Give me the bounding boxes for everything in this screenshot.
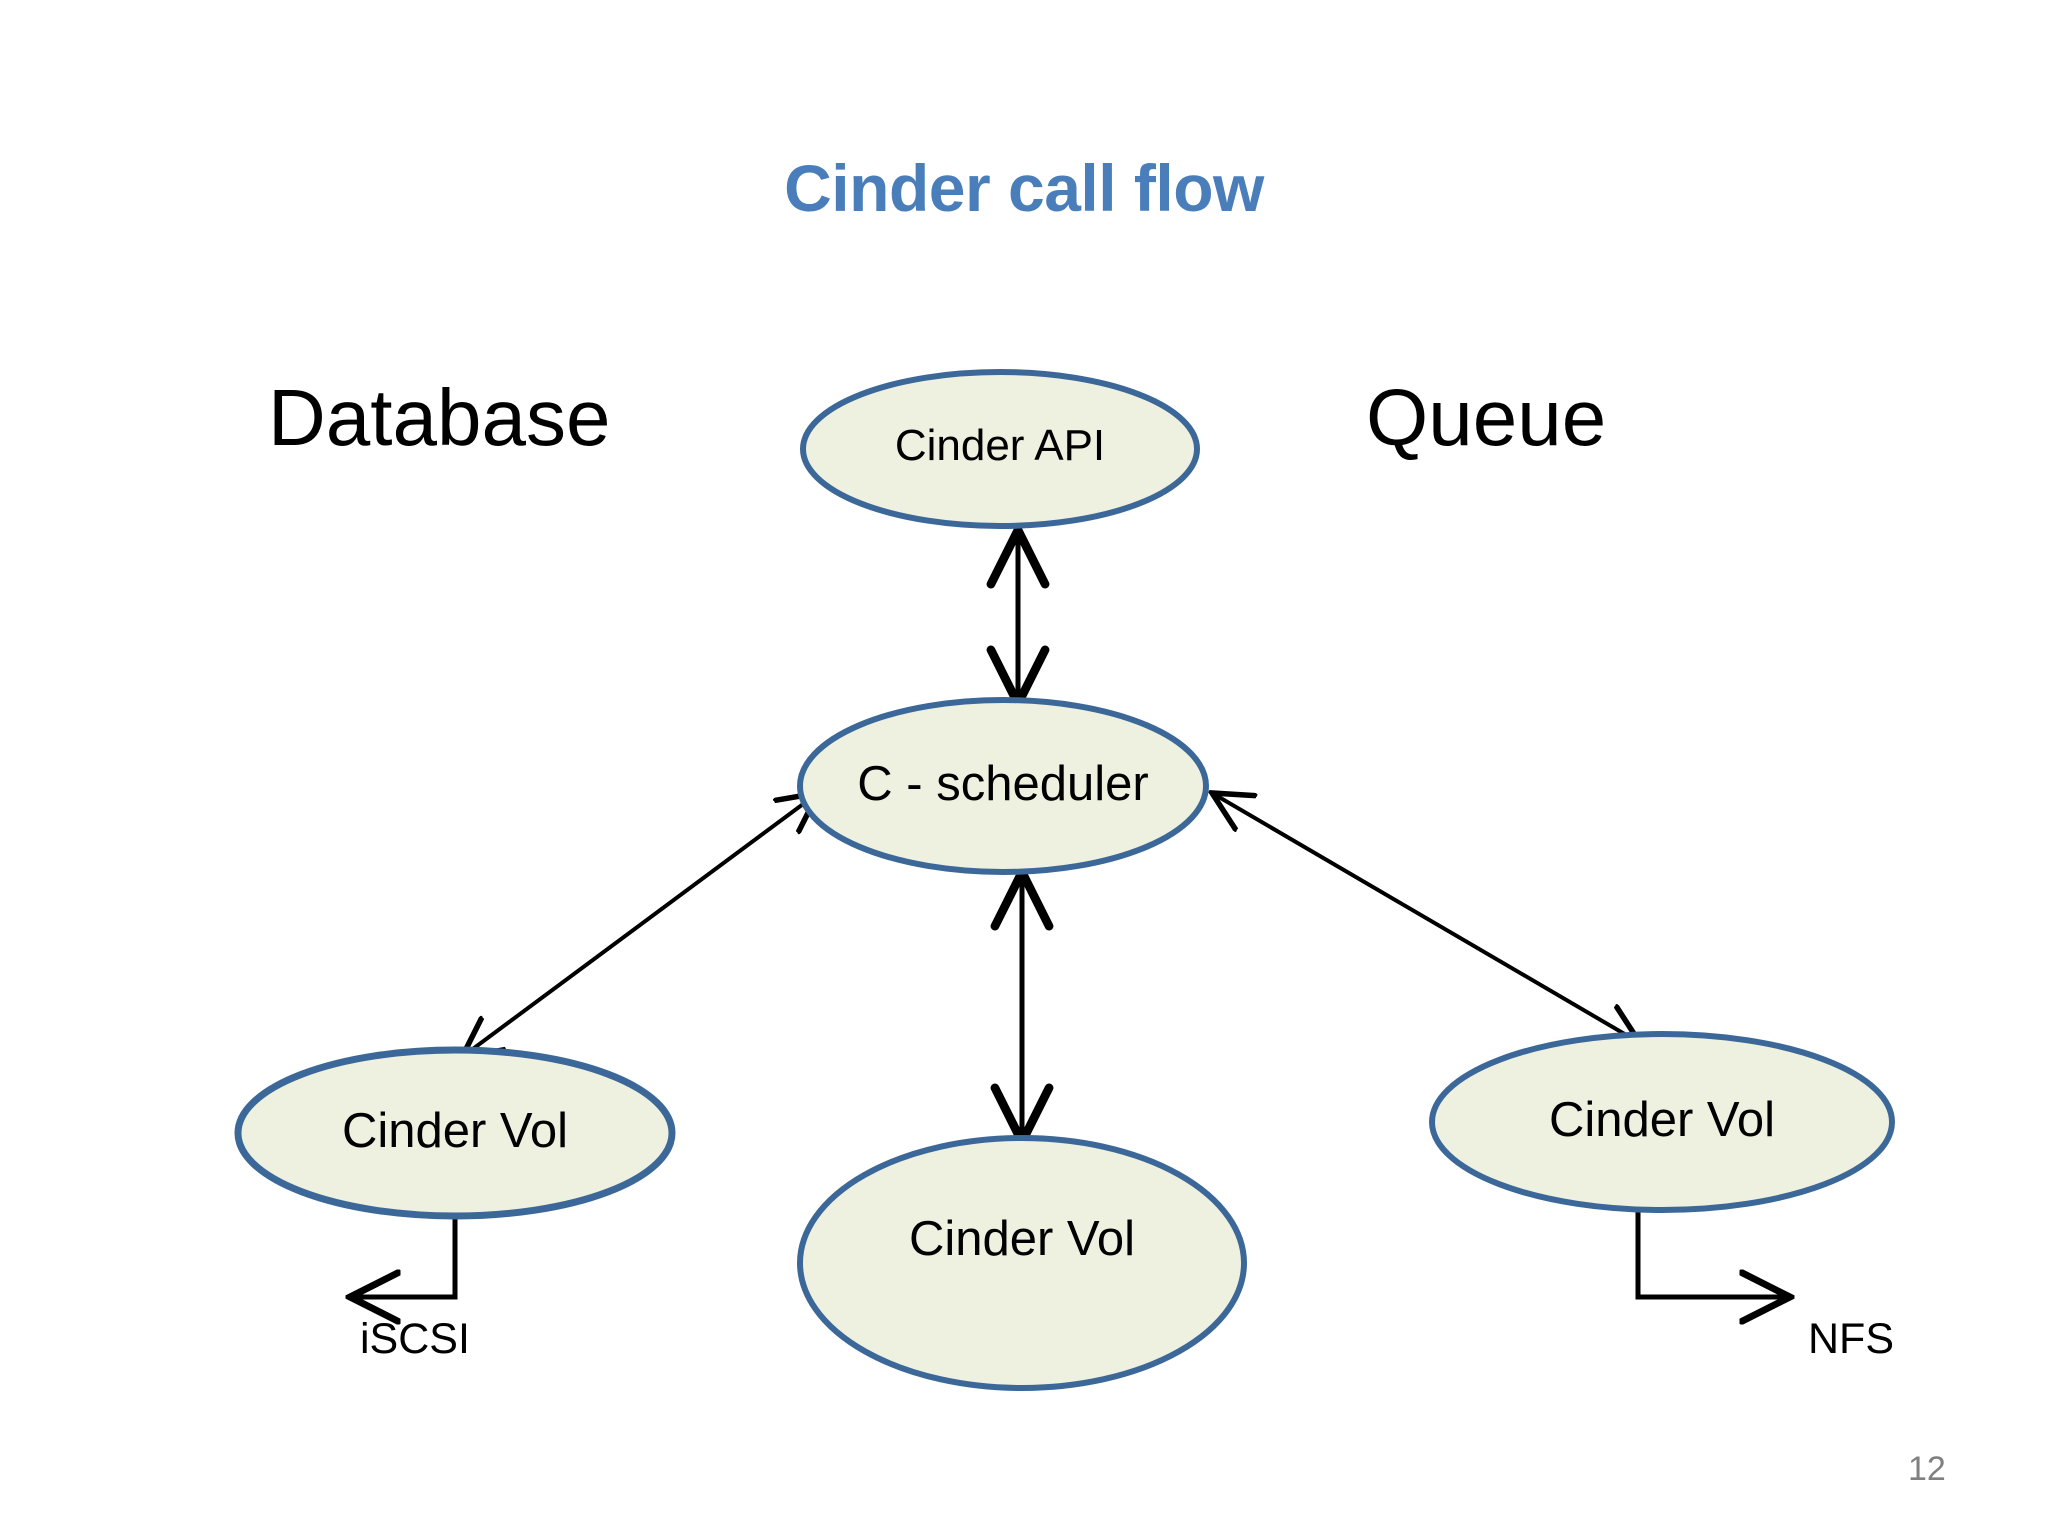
node-label-cinder-vol-left: Cinder Vol: [341, 1104, 569, 1158]
page-title: Cinder call flow: [784, 151, 1264, 225]
connector-vol-left-to-iscsi: [350, 1212, 458, 1297]
node-cinder-vol-right[interactable]: [1429, 1031, 1895, 1213]
node-label-cinder-vol-right: Cinder Vol: [1548, 1093, 1776, 1147]
node-cinder-api[interactable]: [800, 369, 1200, 529]
label-database: Database: [268, 373, 611, 462]
node-label-cinder-vol-center: Cinder Vol: [908, 1212, 1136, 1266]
label-nfs: NFS: [1808, 1315, 1894, 1363]
connector-vol-right-to-nfs: [1635, 1210, 1790, 1297]
connector-scheduler-to-vol-right: [1212, 793, 1640, 1043]
label-queue: Queue: [1366, 373, 1607, 462]
node-label-cinder-api: Cinder API: [894, 421, 1106, 470]
node-cinder-vol-left[interactable]: [234, 1046, 676, 1220]
page-number: 12: [1908, 1450, 1946, 1488]
connector-scheduler-to-vol-left: [462, 793, 818, 1057]
label-iscsi: iSCSI: [360, 1315, 470, 1363]
node-label-c-scheduler: C - scheduler: [857, 757, 1149, 811]
node-cinder-vol-center[interactable]: [797, 1135, 1247, 1391]
node-c-scheduler[interactable]: [797, 697, 1209, 875]
